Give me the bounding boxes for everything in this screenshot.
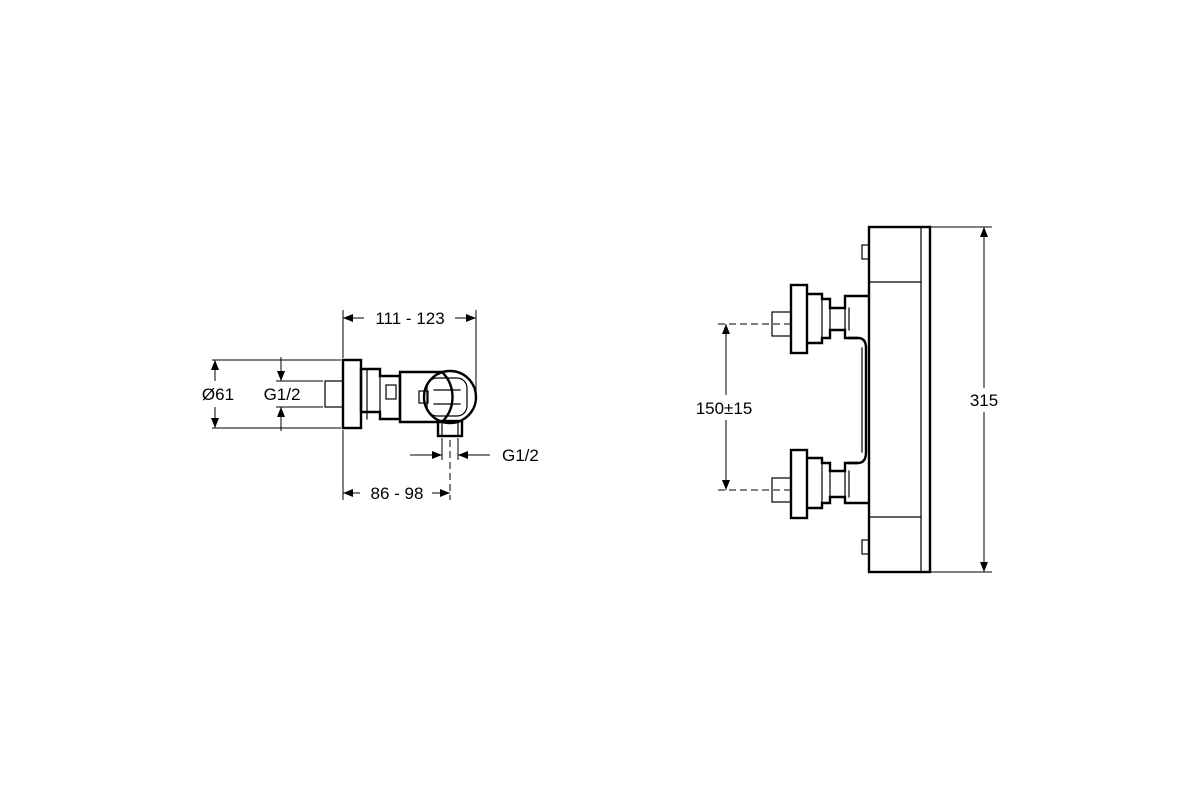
dim-depth-max-label: 111 - 123 bbox=[375, 309, 444, 328]
wall-flange bbox=[341, 358, 363, 430]
union-nut-flat bbox=[385, 384, 397, 400]
connecting-pipe bbox=[848, 336, 868, 465]
upper-connection bbox=[771, 283, 870, 355]
dim-center-distance-label: 150±15 bbox=[696, 399, 753, 418]
front-view: 150±15 315 bbox=[696, 225, 998, 574]
dim-depth-min-label: 86 - 98 bbox=[371, 484, 424, 503]
dim-height-label: 315 bbox=[970, 391, 998, 410]
inlet-stub bbox=[324, 380, 344, 408]
side-view: 111 - 123 86 - 98 Ø61 G1/2 G1/2 bbox=[202, 309, 539, 503]
handle-knob bbox=[418, 390, 429, 404]
mixer-body-front bbox=[867, 225, 932, 574]
outlet-fitting bbox=[436, 419, 464, 438]
dim-outlet-thread-label: G1/2 bbox=[502, 446, 539, 465]
mixer-body bbox=[398, 370, 454, 424]
lower-connection bbox=[771, 448, 870, 520]
upper-flange bbox=[789, 283, 809, 355]
dim-flange-diameter-label: Ø61 bbox=[202, 385, 234, 404]
handle-round bbox=[422, 369, 478, 425]
lower-flange bbox=[789, 448, 809, 520]
dim-inlet-thread-label: G1/2 bbox=[264, 385, 301, 404]
